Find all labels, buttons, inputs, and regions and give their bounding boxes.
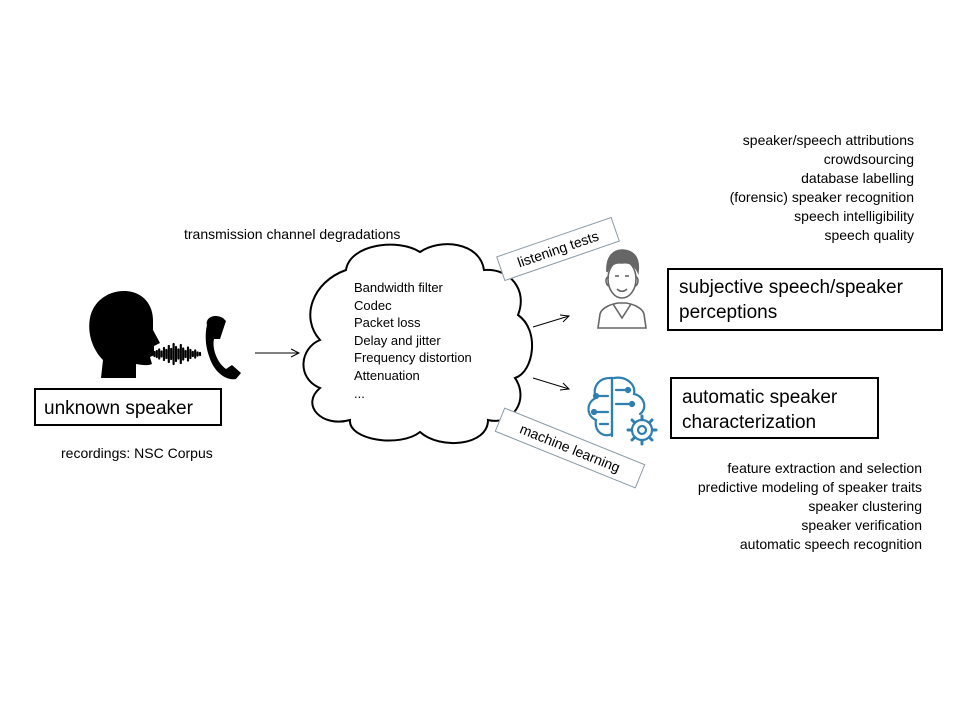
degradation-list: Bandwidth filter Codec Packet loss Delay…: [354, 279, 472, 402]
subjective-title-line1: subjective speech/speaker: [679, 277, 903, 298]
brain-gear-icon: [587, 376, 658, 446]
degradation-item: Codec: [354, 297, 392, 313]
subjective-perceptions-box: subjective speech/speaker perceptions: [667, 268, 943, 331]
application-item: speech intelligibility: [794, 208, 914, 224]
recordings-label: recordings: NSC Corpus: [61, 445, 213, 461]
head-silhouette-icon: [89, 291, 160, 378]
channel-cloud: [302, 243, 533, 444]
automatic-characterization-box: automatic speaker characterization: [670, 377, 879, 439]
application-item: feature extraction and selection: [727, 460, 922, 476]
arrow-to-automatic: [532, 377, 571, 391]
waveform-icon: [150, 342, 202, 366]
person-icon: [597, 249, 647, 329]
application-item: (forensic) speaker recognition: [729, 189, 914, 205]
automatic-applications: feature extraction and selection predict…: [698, 459, 922, 554]
application-item: speaker clustering: [808, 498, 922, 514]
application-item: speech quality: [824, 227, 914, 243]
unknown-speaker-label: unknown speaker: [44, 398, 193, 419]
degradation-item: Packet loss: [354, 315, 421, 331]
unknown-speaker-box: unknown speaker: [34, 388, 222, 426]
automatic-title-line2: characterization: [682, 412, 817, 433]
application-item: crowdsourcing: [823, 151, 914, 167]
application-item: speaker verification: [801, 517, 922, 533]
arrow-to-subjective: [532, 314, 571, 328]
subjective-applications: speaker/speech attributions crowdsourcin…: [730, 131, 914, 245]
degradation-item: ...: [354, 385, 365, 401]
automatic-title-line1: automatic speaker: [682, 387, 838, 408]
application-item: predictive modeling of speaker traits: [697, 479, 922, 495]
telephone-handset-icon: [205, 315, 241, 380]
channel-title: transmission channel degradations: [184, 226, 401, 242]
subjective-title-line2: perceptions: [679, 302, 778, 323]
degradation-item: Attenuation: [354, 367, 420, 383]
arrow-to-channel: [255, 348, 301, 358]
degradation-item: Delay and jitter: [354, 332, 441, 348]
application-item: automatic speech recognition: [739, 536, 922, 552]
application-item: database labelling: [801, 170, 914, 186]
application-item: speaker/speech attributions: [742, 132, 914, 148]
degradation-item: Bandwidth filter: [354, 280, 443, 295]
degradation-item: Frequency distortion: [354, 350, 472, 366]
